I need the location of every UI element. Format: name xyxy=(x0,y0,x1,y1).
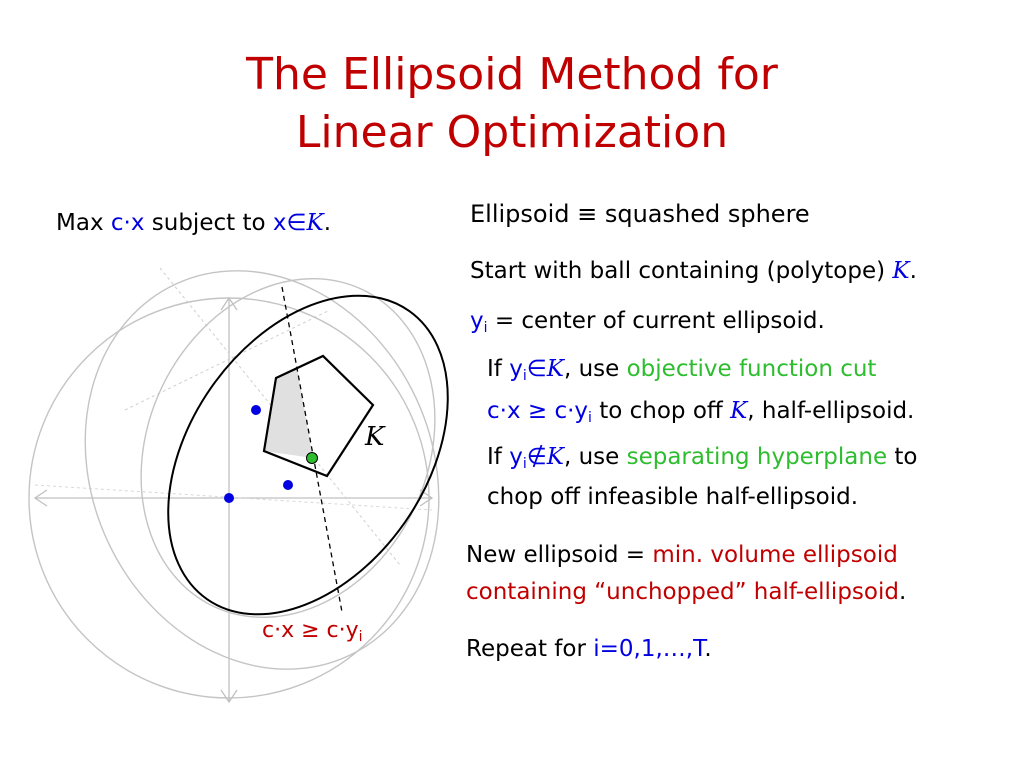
yi-var: y xyxy=(470,308,484,334)
x-axis-arrow-left xyxy=(33,489,48,507)
if1-use: , use xyxy=(563,356,627,382)
subject-to-text: subject to xyxy=(144,210,273,236)
center-point-2 xyxy=(283,480,293,490)
new-ellipsoid-line-2: containing “unchopped” half-ellipsoid. xyxy=(466,577,906,607)
x-axis-arrow-right xyxy=(419,489,434,507)
cut-label-sub: i xyxy=(358,629,363,645)
chopped-region xyxy=(264,368,313,458)
cut-label-text: c·x ≥ c·y xyxy=(262,618,359,643)
infeasible-case-line-2: chop off infeasible half-ellipsoid. xyxy=(487,484,859,510)
initial-ball xyxy=(28,297,430,699)
cut-label: c·x ≥ c·yi xyxy=(262,617,363,645)
unchopped-text: containing “unchopped” half-ellipsoid xyxy=(466,579,899,605)
center-point-3 xyxy=(224,493,234,503)
variable-in: x∈ xyxy=(272,210,307,236)
feasible-case-line-1: If yi∈K, use objective function cut xyxy=(487,354,876,384)
new-ellipsoid-pre: New ellipsoid = xyxy=(466,542,653,568)
feasible-case-line-2: c·x ≥ c·yi to chop off K, half-ellipsoid… xyxy=(487,396,914,426)
period: . xyxy=(323,210,331,236)
if1-if: If xyxy=(487,356,510,382)
if1-in: ∈ xyxy=(526,356,547,382)
if1-sub: i xyxy=(522,368,527,384)
current-center-point xyxy=(306,452,318,464)
repeat-end: . xyxy=(704,636,712,662)
if2-if: If xyxy=(487,444,510,470)
problem-statement: Max c·x subject to x∈K. xyxy=(56,208,331,238)
yi-sub: i xyxy=(483,320,488,336)
ellipsoid-definition: Ellipsoid ≡ squashed sphere xyxy=(470,200,810,228)
if1-set-k: K xyxy=(546,356,564,382)
separating-hyperplane-text: separating hyperplane xyxy=(626,444,888,470)
slide-title: The Ellipsoid Method for Linear Optimiza… xyxy=(0,46,1024,162)
guide-line-1 xyxy=(159,267,401,566)
if2-set-k: K xyxy=(546,444,564,470)
objective-expr: c·x xyxy=(110,210,145,236)
repeat-pre: Repeat for xyxy=(466,636,594,662)
max-text: Max xyxy=(56,210,111,236)
if2-y: y xyxy=(509,444,523,470)
if1-y: y xyxy=(509,356,523,382)
start-set-k: K xyxy=(892,258,910,284)
title-line-1: The Ellipsoid Method for xyxy=(246,49,778,100)
infeasible-case-line-1: If yi∉K, use separating hyperplane to xyxy=(487,442,918,472)
min-volume-text: min. volume ellipsoid xyxy=(652,542,898,568)
if2-sub: i xyxy=(522,456,527,472)
objective-cut-line xyxy=(281,286,343,613)
center-definition: yi = center of current ellipsoid. xyxy=(470,306,825,336)
new-ellipsoid-end: . xyxy=(898,579,907,605)
if1-inequality-sub: i xyxy=(588,410,592,426)
start-pre: Start with ball containing (polytope) xyxy=(470,258,893,284)
start-ball-text: Start with ball containing (polytope) K. xyxy=(470,256,917,286)
if1-l2-end: , half-ellipsoid. xyxy=(747,398,915,424)
repeat-range: i=0,1,…,T xyxy=(593,636,705,662)
polytope-label: K xyxy=(365,422,385,452)
start-post: . xyxy=(909,258,917,284)
polytope-k xyxy=(262,354,375,478)
repeat-line: Repeat for i=0,1,…,T. xyxy=(466,634,712,664)
title-line-2: Linear Optimization xyxy=(295,107,729,158)
set-k: K xyxy=(306,210,324,236)
if1-chop-text: to chop off xyxy=(591,398,731,424)
if1-inequality: c·x ≥ c·y xyxy=(487,398,589,424)
y-axis-arrow-bottom xyxy=(220,689,238,704)
center-point-1 xyxy=(251,405,261,415)
if1-l2-set-k: K xyxy=(730,398,748,424)
new-ellipsoid-line-1: New ellipsoid = min. volume ellipsoid xyxy=(466,540,898,570)
ellipsoid-prev-1 xyxy=(84,270,440,670)
yi-text: = center of current ellipsoid. xyxy=(487,308,825,334)
if2-to: to xyxy=(887,444,918,470)
if2-notin: ∉ xyxy=(526,444,547,470)
objective-function-cut-text: objective function cut xyxy=(626,356,877,382)
current-ellipsoid xyxy=(167,294,449,616)
if2-use: , use xyxy=(563,444,627,470)
